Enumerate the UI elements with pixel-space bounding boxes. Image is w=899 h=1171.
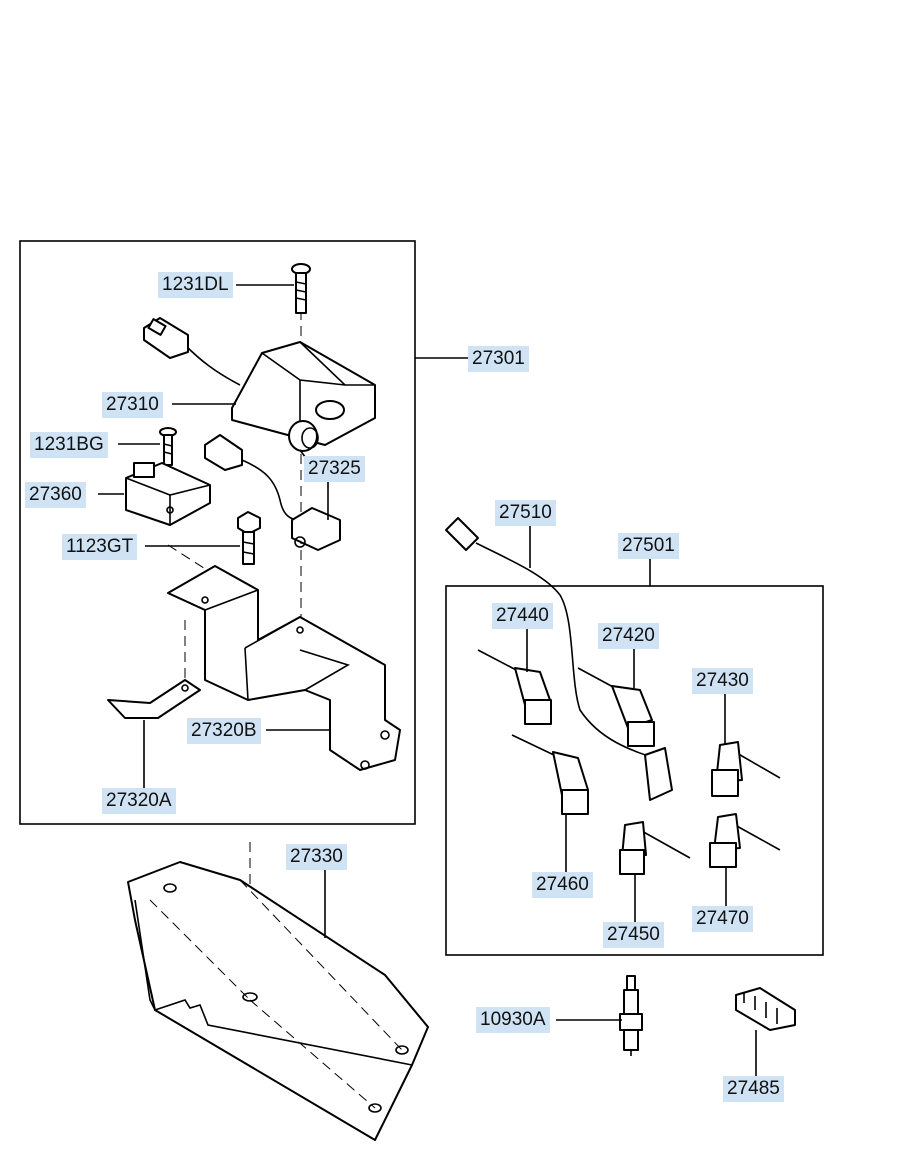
- screw-1231bg-icon[interactable]: [159, 427, 177, 466]
- label-27301[interactable]: 27301: [468, 346, 529, 372]
- label-27320b[interactable]: 27320B: [187, 718, 261, 744]
- boot-27420-icon[interactable]: [577, 667, 655, 747]
- sensor-27325-icon[interactable]: [204, 434, 341, 551]
- cable-clip-icon[interactable]: [735, 987, 796, 1031]
- cable-27510-icon[interactable]: [445, 517, 673, 801]
- label-27330[interactable]: 27330: [286, 844, 347, 870]
- label-27310[interactable]: 27310: [102, 392, 163, 418]
- label-1231dl[interactable]: 1231DL: [158, 272, 233, 298]
- bolt-1123gt-icon[interactable]: [237, 511, 261, 565]
- cover-27330-icon[interactable]: [127, 861, 429, 1141]
- bracket-27320b-icon[interactable]: [167, 565, 401, 771]
- boot-27440-icon[interactable]: [477, 649, 552, 725]
- label-27420[interactable]: 27420: [598, 623, 659, 649]
- label-27360[interactable]: 27360: [25, 482, 86, 508]
- boot-27450-icon[interactable]: [619, 821, 691, 875]
- leader-lines: [98, 284, 757, 1076]
- label-27470[interactable]: 27470: [692, 906, 753, 932]
- alignment-line-module: [167, 544, 211, 573]
- ignition-coil-icon[interactable]: [143, 317, 376, 452]
- boot-27460-icon[interactable]: [511, 734, 589, 815]
- label-27450[interactable]: 27450: [603, 922, 664, 948]
- label-27510[interactable]: 27510: [495, 500, 556, 526]
- screw-1231dl-icon[interactable]: [291, 263, 311, 314]
- ignition-coil-assembly-box: [19, 240, 416, 825]
- label-1123gt[interactable]: 1123GT: [62, 534, 138, 560]
- label-27325[interactable]: 27325: [304, 456, 365, 482]
- label-27485[interactable]: 27485: [723, 1076, 784, 1102]
- spark-plug-icon[interactable]: [619, 975, 643, 1056]
- plate-27320a-icon[interactable]: [107, 679, 201, 719]
- boot-27430-icon[interactable]: [711, 741, 781, 797]
- label-27430[interactable]: 27430: [692, 668, 753, 694]
- label-27501[interactable]: 27501: [618, 533, 679, 559]
- ignition-cable-set-box: [445, 585, 824, 956]
- label-10930a[interactable]: 10930A: [476, 1007, 550, 1033]
- label-27320a[interactable]: 27320A: [102, 788, 176, 814]
- ignition-module-icon[interactable]: [125, 462, 211, 526]
- boot-27470-icon[interactable]: [709, 813, 781, 868]
- label-1231bg[interactable]: 1231BG: [30, 432, 108, 458]
- label-27460[interactable]: 27460: [532, 872, 593, 898]
- label-27440[interactable]: 27440: [492, 603, 553, 629]
